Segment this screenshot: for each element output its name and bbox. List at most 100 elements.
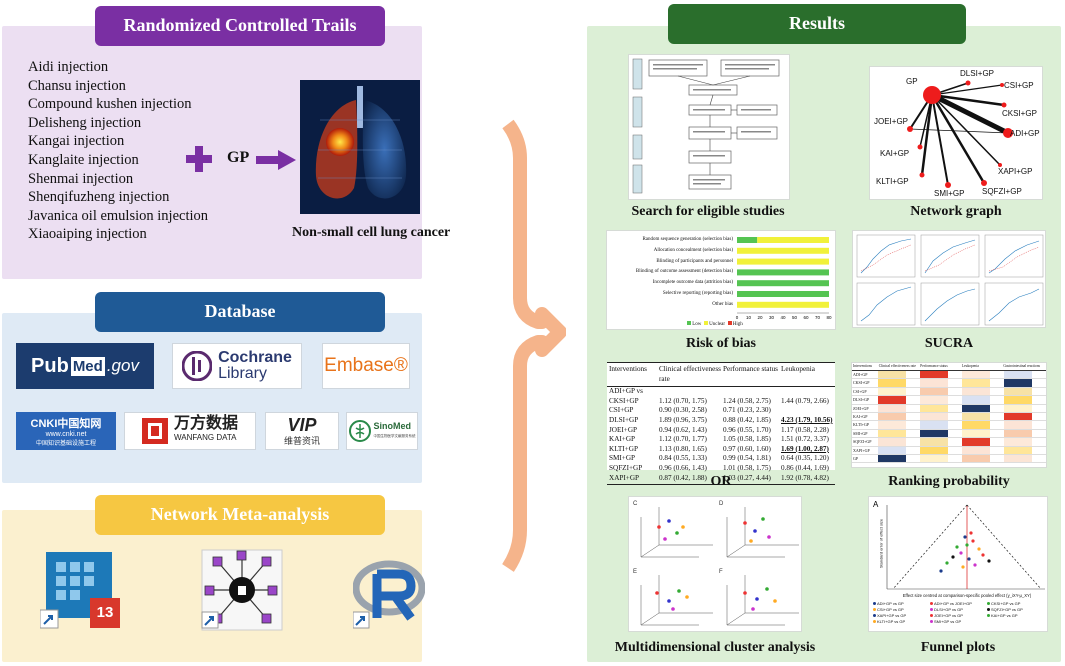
sinomed-emblem-icon xyxy=(348,420,371,442)
drug-item: Compound kushen injection xyxy=(28,96,192,113)
cnki-logo: CNKI中国知网 www.cnki.net 中国知识基础设施工程 xyxy=(16,412,116,450)
funnel-ylabel: Standard error of effect size xyxy=(878,518,884,569)
or-table-cell: 0.64 (0.35, 1.20) xyxy=(781,454,829,463)
rob-tick-label: 60 xyxy=(803,315,809,320)
embase-logo-text: Embase® xyxy=(324,355,408,376)
funnel-panel-label: A xyxy=(873,500,879,509)
pubmed-logo-text: Pub xyxy=(31,354,69,377)
or-table-cell: 1.51 (0.72, 3.37) xyxy=(781,435,829,444)
ranking-row-label: KAI+GP xyxy=(853,413,868,419)
ranking-cell xyxy=(920,387,948,396)
rob-tick-label: 40 xyxy=(780,315,786,320)
ranking-cell xyxy=(878,387,906,396)
caption-funnel: Funnel plots xyxy=(920,640,996,655)
vip-line1: VIP xyxy=(287,414,317,435)
stata-icon: 13 xyxy=(39,548,124,632)
or-table-cell: 1.44 (0.79, 2.66) xyxy=(781,396,829,405)
drug-item: Delisheng injection xyxy=(28,114,142,131)
or-table-cell: CSI+GP xyxy=(609,406,634,415)
rob-domain-labels: Random sequence generation (selection bi… xyxy=(609,235,733,311)
rob-bar-segment xyxy=(737,301,829,308)
caption-risk-of-bias: Risk of bias xyxy=(685,336,757,351)
ranking-cell xyxy=(1004,454,1032,463)
or-table-cell: JOEI+GP xyxy=(609,425,638,434)
drug-item: Kangai injection xyxy=(28,133,125,150)
cluster-panel-f-label: F xyxy=(719,569,723,575)
or-table-cell: 0.84 (0.55, 1.33) xyxy=(659,454,707,463)
or-table-cell: 0.88 (0.42, 1.85) xyxy=(723,415,771,424)
ranking-cell xyxy=(878,454,906,463)
vip-logo: VIP 维普资讯 xyxy=(265,412,339,450)
net-node-label: DLSI+GP xyxy=(960,69,995,78)
ranking-header-cell: Gastrointestinal reactions xyxy=(1003,364,1041,368)
results-title: Results xyxy=(668,4,966,44)
funnel-legend-item: CKSI+GP vs GP xyxy=(987,601,1044,607)
or-table-cell xyxy=(659,387,723,397)
ranking-cell xyxy=(878,412,906,421)
bracket-arrow-icon xyxy=(502,119,566,572)
wanfang-line1: 万方数据 xyxy=(173,415,238,432)
database-panel xyxy=(2,313,422,483)
or-table-cell: ADI+GP vs xyxy=(609,387,643,396)
or-table-cell: 0.87 (0.42, 1.88) xyxy=(659,473,707,482)
wanfang-icon xyxy=(141,418,168,444)
funnel-legend-item: ADI+GP vs GP xyxy=(873,601,930,607)
rob-tick-label: 30 xyxy=(769,315,775,320)
ranking-row-label: CKSI+GP xyxy=(853,380,870,386)
rob-tick-label: 10 xyxy=(746,315,752,320)
cochrane-line2: Library xyxy=(218,365,267,382)
drug-item: Chansu injection xyxy=(28,77,126,94)
or-table-cell: 1.89 (0.96, 3.75) xyxy=(659,415,707,424)
ranking-row: XAPI+GP xyxy=(852,446,1046,455)
rob-domain-label: Random sequence generation (selection bi… xyxy=(642,237,733,242)
ranking-cell xyxy=(878,429,906,438)
ranking-cell xyxy=(962,446,990,454)
ranking-header-cell: Leukopenia xyxy=(961,364,979,368)
or-table: Interventions Clinical effectiveness rat… xyxy=(607,362,835,486)
or-table-cell: 4.23 (1.79, 10.56) xyxy=(781,415,833,424)
ranking-row-label: DLSI+GP xyxy=(853,397,870,403)
drug-item: Aidi injection xyxy=(28,59,109,75)
drug-item: Shenmai injection xyxy=(28,170,134,187)
disease-label: Non-small cell lung cancer xyxy=(292,225,451,240)
stata-version-badge: 13 xyxy=(96,604,114,621)
rob-domain-label: Other bias xyxy=(712,301,733,307)
cnki-line1: CNKI中国知网 xyxy=(30,418,102,430)
ranking-cell xyxy=(920,396,948,404)
funnel-legend-item: KAI+GP vs GP xyxy=(987,613,1044,619)
or-table-cell: 1.12 (0.70, 1.75) xyxy=(659,396,707,405)
rob-domain-label: Incomplete outcome data (attrition bias) xyxy=(652,280,733,286)
rob-domain-label: Selective reporting (reporting bias) xyxy=(662,290,733,296)
ranking-cell xyxy=(878,438,906,446)
rob-bar-segment xyxy=(737,280,829,287)
rob-bar-segment xyxy=(737,269,829,276)
ranking-row-label: GP xyxy=(853,455,859,461)
ranking-cell xyxy=(920,404,948,412)
drug-item: Kanglaite injection xyxy=(28,151,139,168)
pubmed-logo: Pub Med .gov xyxy=(16,343,154,389)
ranking-table: Interventions Clinical effectiveness rat… xyxy=(851,362,1047,468)
cluster-panel-e-label: E xyxy=(633,569,637,575)
or-header-cell: Interventions xyxy=(609,365,647,373)
or-table-cell xyxy=(781,406,835,416)
ranking-row: CSI+GP xyxy=(852,387,1046,397)
sinomed-line2: 中国生物医学文献服务系统 xyxy=(373,434,416,438)
or-header-cell: Performance status xyxy=(723,365,778,373)
ranking-row: DLSI+GP xyxy=(852,396,1046,405)
ranking-row: KLTI+GP xyxy=(852,421,1046,430)
or-table-cell: 0.86 (0.44, 1.69) xyxy=(781,463,829,472)
rct-title: Randomized Controlled Trails xyxy=(95,6,385,46)
ranking-cell xyxy=(962,371,990,379)
rob-domain-label: Blinding of outcome assessment (detectio… xyxy=(635,269,733,275)
ranking-cell xyxy=(1004,396,1032,404)
funnel-legend-item: SQFZI+GP vs GP xyxy=(987,607,1044,613)
network-software-icon xyxy=(201,549,283,631)
ranking-cell xyxy=(878,446,906,454)
ranking-cell xyxy=(1004,404,1032,412)
ranking-header-cell: Performance status xyxy=(920,364,948,368)
funnel-legend-item: DLSI+GP vs GP xyxy=(930,607,987,613)
